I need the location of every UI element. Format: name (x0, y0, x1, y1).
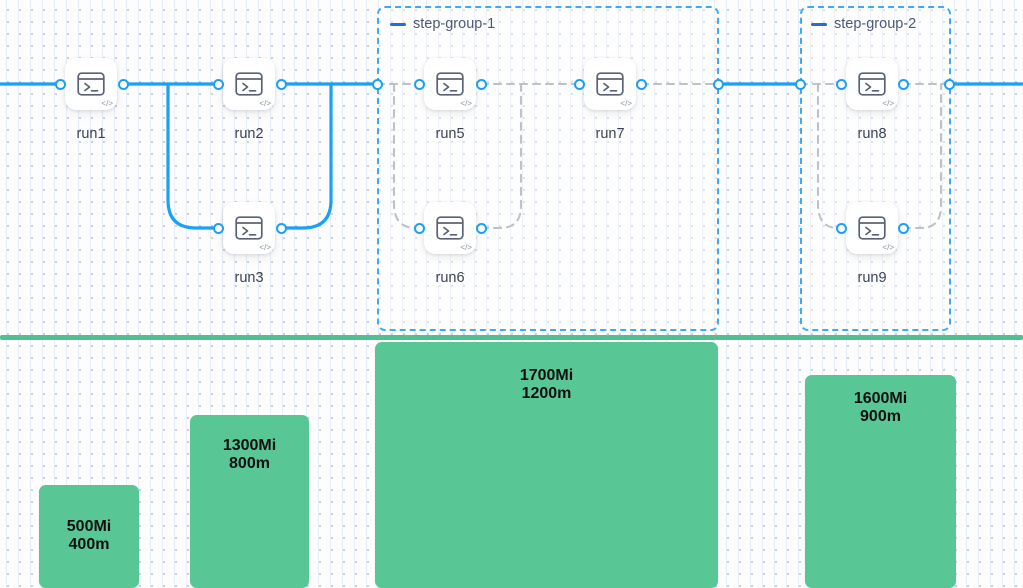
bar-1600mi[interactable] (805, 375, 956, 588)
port-run9-out[interactable] (897, 222, 909, 234)
minus-dash-icon[interactable] (390, 22, 406, 26)
step-group-label-text: step-group-1 (413, 16, 496, 32)
code-glyph-icon: </> (460, 243, 472, 252)
node-label-run8: run8 (857, 126, 887, 142)
terminal-icon (858, 216, 886, 240)
port-run7-in[interactable] (573, 78, 585, 90)
bar-1300mi-label: 1300Mi 800m (222, 437, 277, 472)
edge-run3-out-up (279, 82, 333, 230)
step-group-label-text: step-group-2 (834, 16, 917, 32)
bar-1300mi[interactable] (190, 415, 309, 588)
port-run2-in[interactable] (212, 78, 224, 90)
node-label-run2: run2 (234, 126, 264, 142)
port-run7-out[interactable] (635, 78, 647, 90)
port-run5-in[interactable] (413, 78, 425, 90)
terminal-icon (77, 72, 105, 96)
terminal-icon (436, 72, 464, 96)
node-card-run9[interactable]: </> (846, 202, 898, 254)
node-card-run7[interactable]: </> (584, 58, 636, 110)
step-group-label-2[interactable]: step-group-2 (811, 16, 916, 32)
terminal-icon (858, 72, 886, 96)
node-card-run6[interactable]: </> (424, 202, 476, 254)
green-separator (0, 335, 1023, 340)
port-run6-out[interactable] (475, 222, 487, 234)
terminal-icon (235, 216, 263, 240)
edge-run9-out-up (901, 82, 943, 230)
terminal-icon (436, 216, 464, 240)
port-run2-out[interactable] (275, 78, 287, 90)
port-group2-out[interactable] (943, 78, 955, 90)
node-label-run9: run9 (857, 270, 887, 286)
port-group1-out[interactable] (712, 78, 724, 90)
code-glyph-icon: </> (101, 99, 113, 108)
node-card-run5[interactable]: </> (424, 58, 476, 110)
node-label-run1: run1 (76, 126, 106, 142)
port-run6-in[interactable] (413, 222, 425, 234)
code-glyph-icon: </> (882, 243, 894, 252)
node-label-run3: run3 (234, 270, 264, 286)
node-label-run7: run7 (595, 126, 625, 142)
port-run9-in[interactable] (835, 222, 847, 234)
port-run8-in[interactable] (835, 78, 847, 90)
bar-1700mi-label: 1700Mi 1200m (519, 367, 574, 402)
port-run5-out[interactable] (475, 78, 487, 90)
code-glyph-icon: </> (259, 99, 271, 108)
port-run3-in[interactable] (212, 222, 224, 234)
minus-dash-icon[interactable] (811, 22, 827, 26)
node-label-run5: run5 (435, 126, 465, 142)
bar-1600mi-label: 1600Mi 900m (853, 390, 908, 425)
port-run8-out[interactable] (897, 78, 909, 90)
node-card-run2[interactable]: </> (223, 58, 275, 110)
node-card-run1[interactable]: </> (65, 58, 117, 110)
code-glyph-icon: </> (620, 99, 632, 108)
bar-500mi[interactable] (39, 485, 139, 588)
port-group1-in[interactable] (371, 78, 383, 90)
code-glyph-icon: </> (882, 99, 894, 108)
node-card-run8[interactable]: </> (846, 58, 898, 110)
port-run1-out[interactable] (117, 78, 129, 90)
bar-500mi-label: 500Mi 400m (66, 518, 112, 553)
node-label-run6: run6 (435, 270, 465, 286)
edge-run1-branch-to-run3 (166, 82, 220, 230)
port-group2-in[interactable] (794, 78, 806, 90)
code-glyph-icon: </> (460, 99, 472, 108)
bar-1700mi[interactable] (375, 342, 718, 588)
terminal-icon (596, 72, 624, 96)
terminal-icon (235, 72, 263, 96)
node-card-run3[interactable]: </> (223, 202, 275, 254)
code-glyph-icon: </> (259, 243, 271, 252)
port-run3-out[interactable] (275, 222, 287, 234)
step-group-label-1[interactable]: step-group-1 (390, 16, 495, 32)
edge-run6-out-up (479, 82, 523, 230)
port-run1-in[interactable] (54, 78, 66, 90)
